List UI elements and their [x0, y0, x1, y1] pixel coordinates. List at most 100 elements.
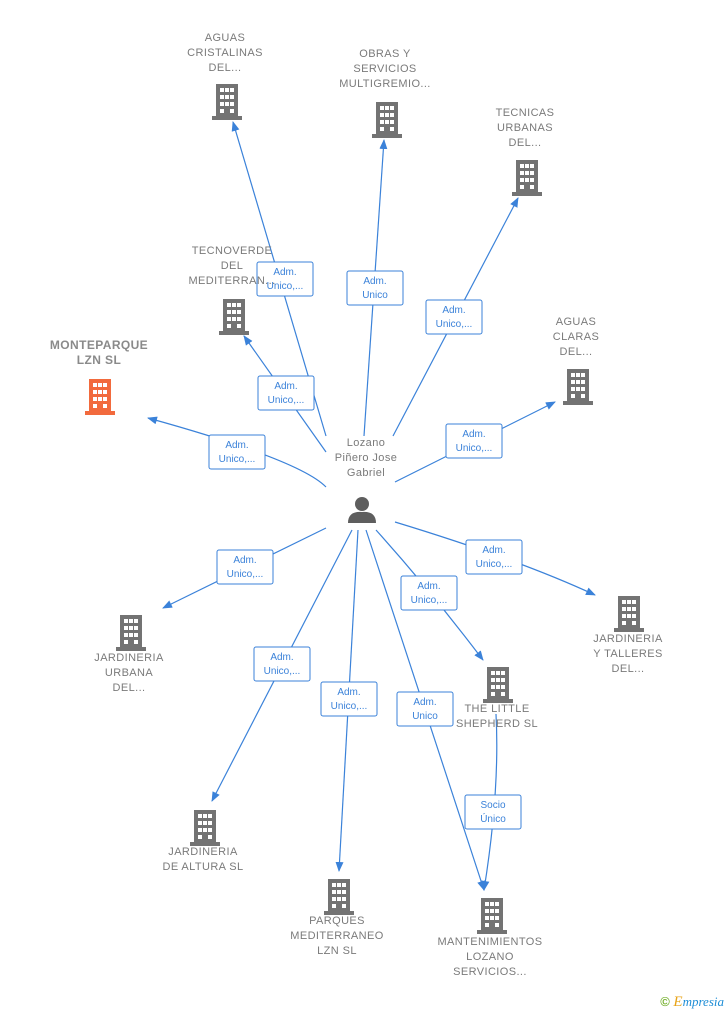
node-label: MANTENIMIENTOS	[437, 936, 542, 948]
brand-name: mpresia	[682, 994, 724, 1009]
edge-jardineria-altura: Adm. Unico,...	[211, 529, 353, 802]
edge-label-box[interactable]	[346, 270, 404, 306]
building-icon	[85, 379, 115, 415]
copyright-icon: ©	[660, 994, 670, 1009]
edge-label-text: Adm.	[274, 381, 297, 392]
node-label: PARQUES	[309, 915, 365, 927]
node-label: AGUAS	[205, 32, 246, 44]
edge-parques-mediterraneo: Adm. Unico,...	[320, 529, 378, 872]
brand-initial: E	[673, 994, 683, 1010]
edge-label-text: Único	[480, 812, 506, 825]
edge-label-box[interactable]	[216, 549, 274, 585]
node-label: MULTIGREMIO...	[339, 78, 431, 90]
node-tecnoverde[interactable]: TECNOVERDE DEL MEDITERRAN...	[188, 245, 275, 335]
building-icon	[614, 596, 644, 632]
edge-label-text: Adm.	[270, 652, 293, 663]
building-icon	[477, 898, 507, 934]
edge-label-box[interactable]	[400, 575, 458, 611]
edge-aguas-cristalinas: Adm. Unico,...	[231, 121, 327, 437]
edge-label-box[interactable]	[208, 434, 266, 470]
edge-label-box[interactable]	[465, 539, 523, 575]
edge-label-box[interactable]	[445, 423, 503, 459]
node-label: DE ALTURA SL	[162, 861, 243, 873]
building-icon	[190, 810, 220, 846]
edge-label-text: Adm.	[413, 697, 436, 708]
edge-label-box[interactable]	[464, 794, 522, 830]
node-label: DEL...	[560, 346, 593, 358]
edge-label-text: Adm.	[442, 305, 465, 316]
node-parques-mediterraneo[interactable]: PARQUES MEDITERRANEO LZN SL	[290, 879, 383, 957]
edge-label-text: Adm.	[482, 545, 505, 556]
edge-label-box[interactable]	[320, 681, 378, 717]
edge-label-box[interactable]	[253, 646, 311, 682]
edge-label-text: Unico,...	[436, 319, 473, 330]
edge-label-text: Unico	[362, 290, 388, 301]
node-the-little-shepherd[interactable]: THE LITTLE SHEPHERD SL	[456, 667, 538, 730]
node-label: MEDITERRAN...	[188, 275, 275, 287]
node-label: MEDITERRANEO	[290, 930, 383, 942]
edge-label-text: Unico,...	[219, 454, 256, 465]
building-icon	[512, 160, 542, 196]
node-label: TECNICAS	[496, 107, 555, 119]
node-jardineria-altura[interactable]: JARDINERIA DE ALTURA SL	[162, 810, 243, 873]
edge-label-text: Unico,...	[267, 281, 304, 292]
edge-label-text: Adm.	[363, 276, 386, 287]
node-label: LZN SL	[77, 353, 121, 367]
edge-tecnoverde: Adm.Unico,...	[243, 335, 327, 453]
node-label: AGUAS	[556, 316, 597, 328]
edge-label-text: Unico	[412, 711, 438, 722]
edge-label-text: Unico,...	[411, 595, 448, 606]
edge-line	[147, 416, 327, 488]
node-aguas-cristalinas[interactable]: AGUAS CRISTALINAS DEL...	[187, 32, 263, 120]
node-label: DEL	[221, 260, 244, 272]
edge-label-text: Unico,...	[476, 559, 513, 570]
building-icon	[116, 615, 146, 651]
node-label: URBANAS	[497, 122, 553, 134]
node-label: SERVICIOS...	[453, 966, 527, 978]
building-icon	[372, 102, 402, 138]
edges-layer: Adm.Unico,...Adm.UnicoAdm.Unico,...Adm.U…	[147, 121, 596, 891]
node-label: JARDINERIA	[94, 652, 164, 664]
edge-label-text: Adm.	[233, 555, 256, 566]
node-label: DEL...	[509, 137, 542, 149]
edge-label-box[interactable]	[396, 691, 454, 727]
node-label: THE LITTLE	[464, 703, 529, 715]
node-label: SHEPHERD SL	[456, 718, 538, 730]
person-icon	[348, 497, 376, 523]
building-icon	[483, 667, 513, 703]
node-label: MONTEPARQUE	[50, 338, 148, 352]
node-label: TECNOVERDE	[192, 245, 272, 257]
node-label: JARDINERIA	[593, 633, 663, 645]
node-label: CRISTALINAS	[187, 47, 263, 59]
edge-label-text: Adm.	[225, 440, 248, 451]
node-tecnicas-urbanas[interactable]: TECNICAS URBANAS DEL...	[496, 107, 555, 196]
edge-obras-servicios: Adm. Unico	[346, 139, 404, 437]
node-label: DEL...	[209, 62, 242, 74]
edge-label-box[interactable]	[425, 299, 483, 335]
edge-label-text: Unico,...	[331, 701, 368, 712]
node-label: JARDINERIA	[168, 846, 238, 858]
node-label: LZN SL	[317, 945, 357, 957]
building-icon	[324, 879, 354, 915]
edge-label-text: Adm.	[417, 581, 440, 592]
edge-label-text: Adm.	[273, 267, 296, 278]
node-jardineria-urbana[interactable]: JARDINERIAURBANADEL...	[94, 615, 164, 694]
edge-label-text: Socio	[480, 800, 505, 811]
person-label: Lozano	[347, 437, 386, 449]
node-mantenimientos-lozano[interactable]: MANTENIMIENTOS LOZANO SERVICIOS...	[437, 898, 542, 978]
edge-label-box[interactable]	[256, 261, 314, 297]
node-label: SERVICIOS	[353, 63, 416, 75]
edge-aguas-claras: Adm.Unico,...	[394, 401, 556, 483]
node-aguas-claras[interactable]: AGUASCLARASDEL...	[553, 316, 599, 405]
edge-label-box[interactable]	[257, 375, 315, 411]
edge-monteparque: Adm. Unico,...	[147, 416, 327, 488]
edge-label-text: Adm.	[337, 687, 360, 698]
node-label: OBRAS Y	[359, 48, 411, 60]
node-label: LOZANO	[466, 951, 514, 963]
edge-label-text: Unico,...	[227, 569, 264, 580]
node-obras-servicios[interactable]: OBRAS Y SERVICIOS MULTIGREMIO...	[339, 48, 431, 138]
